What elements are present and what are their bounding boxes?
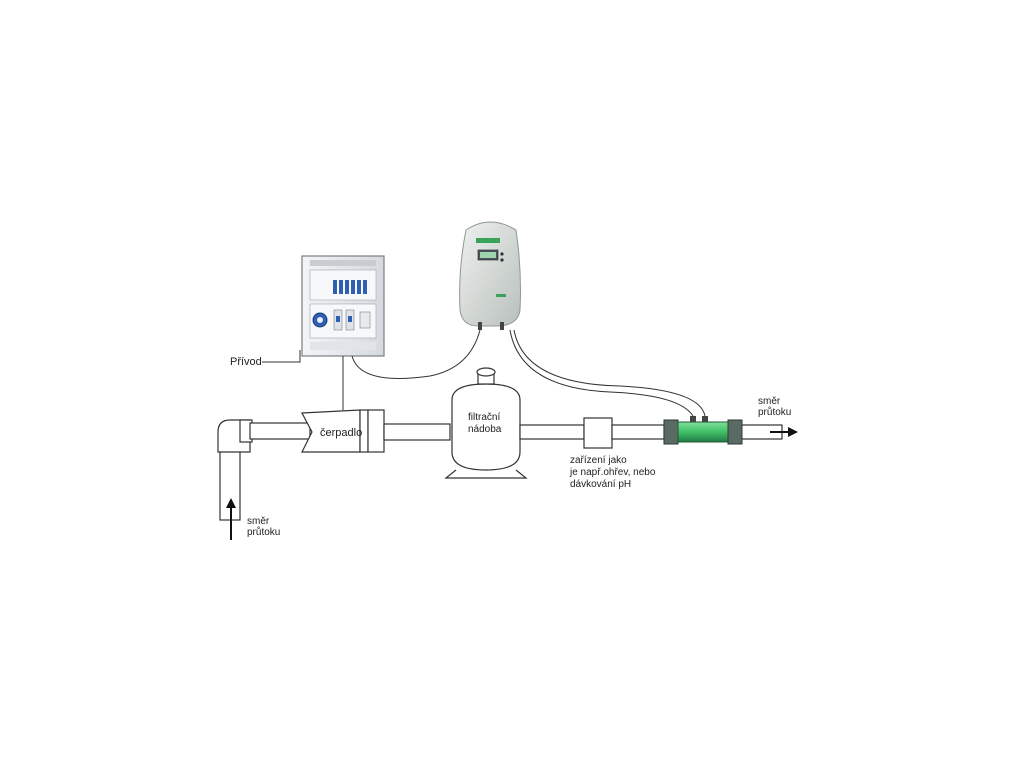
controller-cell-wire-2	[513, 329, 706, 417]
electrolysis-cell	[663, 416, 743, 445]
controller-cell-wire-1	[509, 329, 694, 417]
arrow-up-icon	[226, 498, 236, 540]
device-label-3: dávkování pH	[570, 479, 631, 490]
pipe-segment-1	[249, 422, 311, 440]
pipe-segment-4	[611, 424, 665, 440]
pump-label: čerpadlo	[320, 427, 362, 439]
flow-in-label-2: průtoku	[247, 526, 280, 538]
device-label-2: je např.ohřev, nebo	[569, 467, 656, 478]
arrow-right-icon	[770, 427, 798, 437]
chlorinator-controller	[459, 221, 521, 330]
pipe-system	[217, 367, 783, 521]
flow-out-label-1: směr	[758, 396, 781, 407]
supply-wire	[262, 350, 301, 363]
filter-cap-top	[476, 367, 496, 377]
pipe-segment-3	[519, 424, 585, 440]
supply-label: Přívod	[230, 356, 262, 368]
device-label-1: zařízení jako	[570, 455, 627, 466]
cabinet-controller-wire	[351, 329, 481, 379]
filter-label-1: filtrační	[468, 412, 500, 423]
filter-stand	[444, 469, 528, 479]
flow-out-label-2: průtoku	[758, 406, 791, 418]
pump-flange-2	[367, 409, 385, 453]
pump-body	[301, 409, 361, 453]
flow-in-label-1: směr	[247, 516, 270, 527]
labels: Přívod čerpadlo filtrační nádoba zařízen…	[230, 356, 791, 538]
electrical-cabinet	[301, 255, 385, 357]
filter-vessel	[451, 383, 521, 471]
wiring	[262, 329, 706, 417]
pipe-segment-2	[383, 423, 451, 441]
filter-label-2: nádoba	[468, 424, 502, 435]
auxiliary-device	[583, 417, 613, 449]
